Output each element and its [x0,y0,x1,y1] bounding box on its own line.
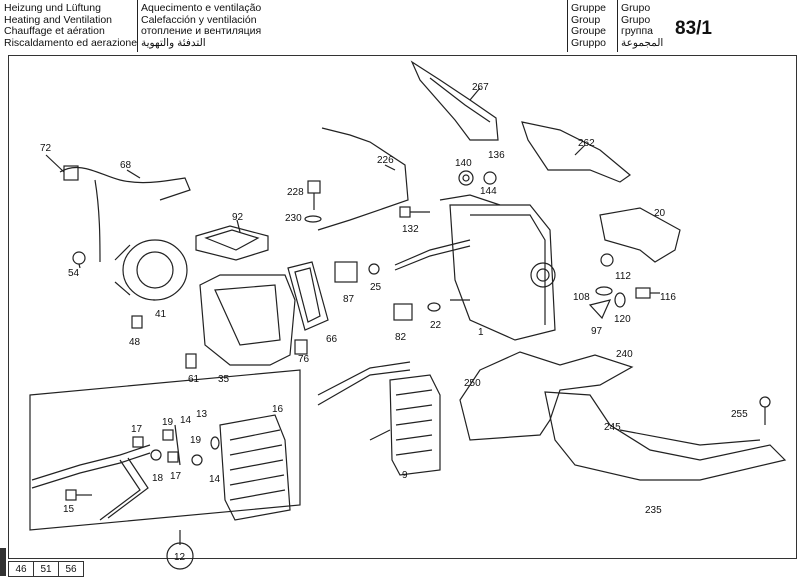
callout-87: 87 [343,294,355,305]
callout-97: 97 [591,326,603,337]
callout-228: 228 [287,187,304,198]
callout-66: 66 [326,334,338,345]
callout-25: 25 [370,282,382,293]
page-edge-mark [0,548,6,576]
callout-35: 35 [218,374,230,385]
callout-22: 22 [430,320,442,331]
callout-235: 235 [645,505,662,516]
callout-68: 68 [120,160,132,171]
callout-12: 12 [174,552,186,563]
callout-76: 76 [298,354,310,365]
callout-92: 92 [232,212,244,223]
callout-13: 13 [196,409,208,420]
callout-245: 245 [604,422,621,433]
page-reference-footer: 46 51 56 [8,561,84,577]
callout-54: 54 [68,268,80,279]
callout-140: 140 [455,158,472,169]
callout-17b: 17 [170,471,182,482]
callout-48: 48 [129,337,141,348]
callout-82: 82 [395,332,407,343]
callout-20: 20 [654,208,666,219]
page-ref: 51 [33,561,59,577]
callout-72: 72 [40,143,52,154]
callout-1: 1 [478,327,484,338]
callout-9: 9 [402,470,408,481]
callout-255: 255 [731,409,748,420]
page-ref: 56 [58,561,84,577]
callout-19a: 19 [162,417,174,428]
callout-14b: 14 [209,474,221,485]
callout-226: 226 [377,155,394,166]
callout-112: 112 [615,271,631,282]
callout-262: 262 [578,138,595,149]
callout-116: 116 [660,292,676,303]
callout-16: 16 [272,404,284,415]
callout-61: 61 [188,374,200,385]
callout-18: 18 [152,473,164,484]
callout-136: 136 [488,150,505,161]
callout-120: 120 [614,314,631,325]
callout-19b: 19 [190,435,202,446]
callout-267: 267 [472,82,489,93]
callout-108: 108 [573,292,590,303]
callout-132: 132 [402,224,419,235]
callout-17a: 17 [131,424,143,435]
callout-250: 250 [464,378,481,389]
callout-230: 230 [285,213,302,224]
callout-240: 240 [616,349,633,360]
callout-15: 15 [63,504,75,515]
page-ref: 46 [8,561,34,577]
callout-144: 144 [480,186,497,197]
callout-41: 41 [155,309,167,320]
diagram-frame [8,55,797,559]
group-number: 83/1 [675,18,712,39]
callout-14a: 14 [180,415,192,426]
